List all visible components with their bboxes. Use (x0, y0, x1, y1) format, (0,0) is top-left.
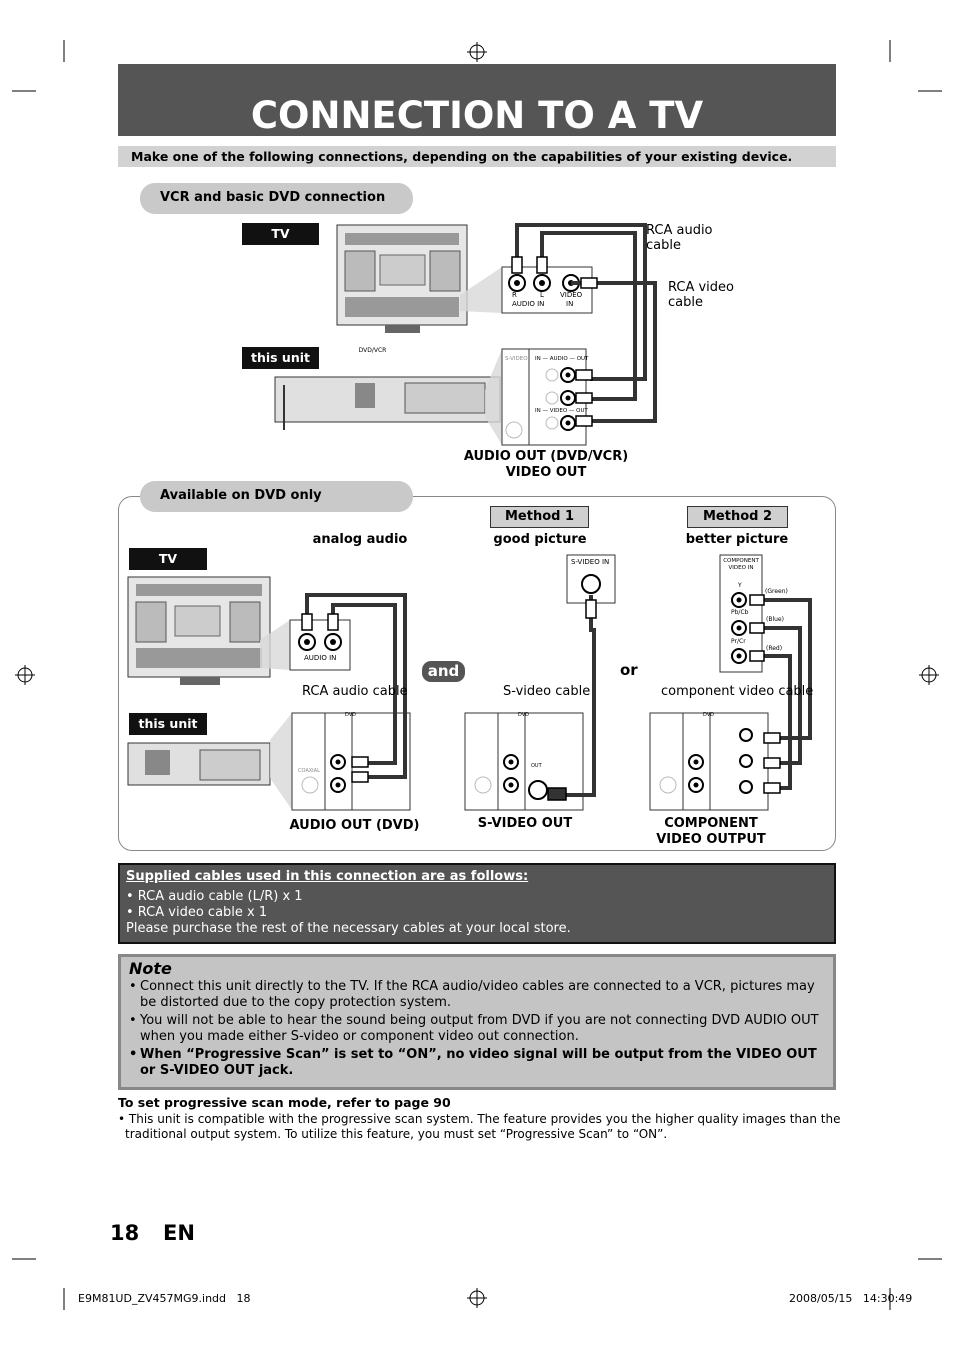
note-item: Connect this unit directly to the TV. If… (129, 979, 825, 1011)
vcr-dvd-connection-diagram (274, 223, 657, 446)
progressive-text-2: traditional output system. To utilize th… (125, 1127, 668, 1141)
progressive-text-1: • This unit is compatible with the progr… (118, 1112, 841, 1126)
unit-front-illustration (274, 376, 501, 430)
component-out-label-2: VIDEO OUTPUT (656, 832, 766, 847)
output-label-audio: AUDIO OUT (DVD/VCR) (463, 449, 629, 464)
tv-jack-video: VIDEO (560, 291, 583, 299)
unit-label-2: this unit (129, 713, 207, 735)
rca-video-cable-label: RCA video cable (668, 280, 734, 310)
component-cable-label: component video cable (661, 684, 814, 699)
analog-audio-label: analog audio (312, 532, 408, 547)
component-pr-label: Pr/Cr (731, 638, 746, 645)
svideo-cable-label: S-video cable (503, 684, 591, 699)
section-heading-dvd-only: Available on DVD only (140, 481, 413, 512)
method1-label: Method 1 (490, 506, 589, 528)
supplied-cables-heading: Supplied cables used in this connection … (126, 869, 529, 884)
note-box: Note Connect this unit directly to the T… (118, 954, 836, 1090)
page-title: CONNECTION TO A TV (250, 94, 704, 137)
supplied-cable-item: • RCA video cable x 1 (126, 905, 268, 920)
audio-out-dvd-label: AUDIO OUT (DVD) (289, 818, 420, 833)
unit-panel-audio: IN — AUDIO — OUT (535, 356, 589, 362)
page-number: 18 (110, 1221, 140, 1245)
unit-panel-header: DVD/VCR (358, 347, 387, 354)
rca-audio-cable-label-2: RCA audio cable (302, 684, 408, 699)
and-badge: and (422, 661, 465, 682)
better-picture-label: better picture (685, 532, 789, 547)
tv-jack-l: L (540, 291, 544, 299)
svideo-in-label: S-VIDEO IN (571, 558, 610, 566)
registration-mark-bottom (467, 1288, 487, 1308)
tv-jack-audio-in-2: AUDIO IN (304, 654, 337, 662)
output-label-video: VIDEO OUT (505, 465, 587, 480)
note-item: You will not be able to hear the sound b… (129, 1013, 825, 1045)
section-heading-vcr-dvd: VCR and basic DVD connection (140, 183, 413, 214)
supplied-cables-box: Supplied cables used in this connection … (118, 863, 836, 944)
component-out-label-1: COMPONENT (664, 816, 758, 831)
panel2-dvd: DVD (518, 712, 530, 718)
unit-panel-svideo: S-VIDEO (505, 356, 528, 362)
footer-file: E9M81UD_ZV457MG9.indd 18 (78, 1292, 251, 1305)
panel2-out: OUT (531, 763, 542, 769)
green-label: (Green) (765, 588, 788, 595)
method2-label: Method 2 (687, 506, 788, 528)
panel3-dvd: DVD (703, 712, 715, 718)
dvd-only-frame (118, 496, 836, 851)
tv-label: TV (242, 223, 319, 245)
tv-back-illustration-2 (127, 576, 271, 685)
unit-panel-video: IN — VIDEO — OUT (535, 408, 588, 414)
intro-banner (118, 146, 836, 167)
note-item-bold: When “Progressive Scan” is set to “ON”, … (129, 1047, 825, 1079)
or-label: or (620, 661, 638, 679)
unit-back-illustration-2 (127, 742, 271, 786)
component-pb-label: Pb/Cb (731, 609, 749, 616)
component-in-label: COMPONENT VIDEO IN (723, 558, 759, 571)
supplied-cables-note: Please purchase the rest of the necessar… (126, 921, 571, 936)
svideo-out-label: S-VIDEO OUT (477, 816, 573, 831)
note-title: Note (129, 959, 172, 978)
footer-date: 2008/05/15 14:30:49 (789, 1292, 913, 1305)
component-y-label: Y (738, 582, 742, 589)
registration-mark-left (15, 665, 35, 685)
rca-audio-cable-label: RCA audio cable (646, 223, 713, 253)
panel1-dvd: DVD (345, 712, 357, 718)
registration-mark-right (919, 665, 939, 685)
blue-label: (Blue) (766, 616, 784, 623)
registration-mark-top (467, 42, 487, 62)
unit-label: this unit (242, 347, 319, 369)
panel1-coaxial: COAXIAL (298, 768, 320, 774)
red-label: (Red) (766, 645, 783, 652)
tv-jack-in: IN (566, 300, 574, 308)
language-code: EN (163, 1221, 195, 1245)
progressive-heading: To set progressive scan mode, refer to p… (118, 1095, 451, 1110)
dvd-only-connection-diagram (127, 554, 812, 811)
tv-jack-audio-in: AUDIO IN (512, 300, 545, 308)
intro-text: Make one of the following connections, d… (131, 149, 793, 164)
title-banner (118, 64, 836, 136)
supplied-cable-item: • RCA audio cable (L/R) x 1 (126, 889, 303, 904)
tv-jack-r: R (512, 291, 517, 299)
tv-back-illustration (336, 224, 468, 333)
tv-label-2: TV (129, 548, 207, 570)
good-picture-label: good picture (493, 532, 587, 547)
